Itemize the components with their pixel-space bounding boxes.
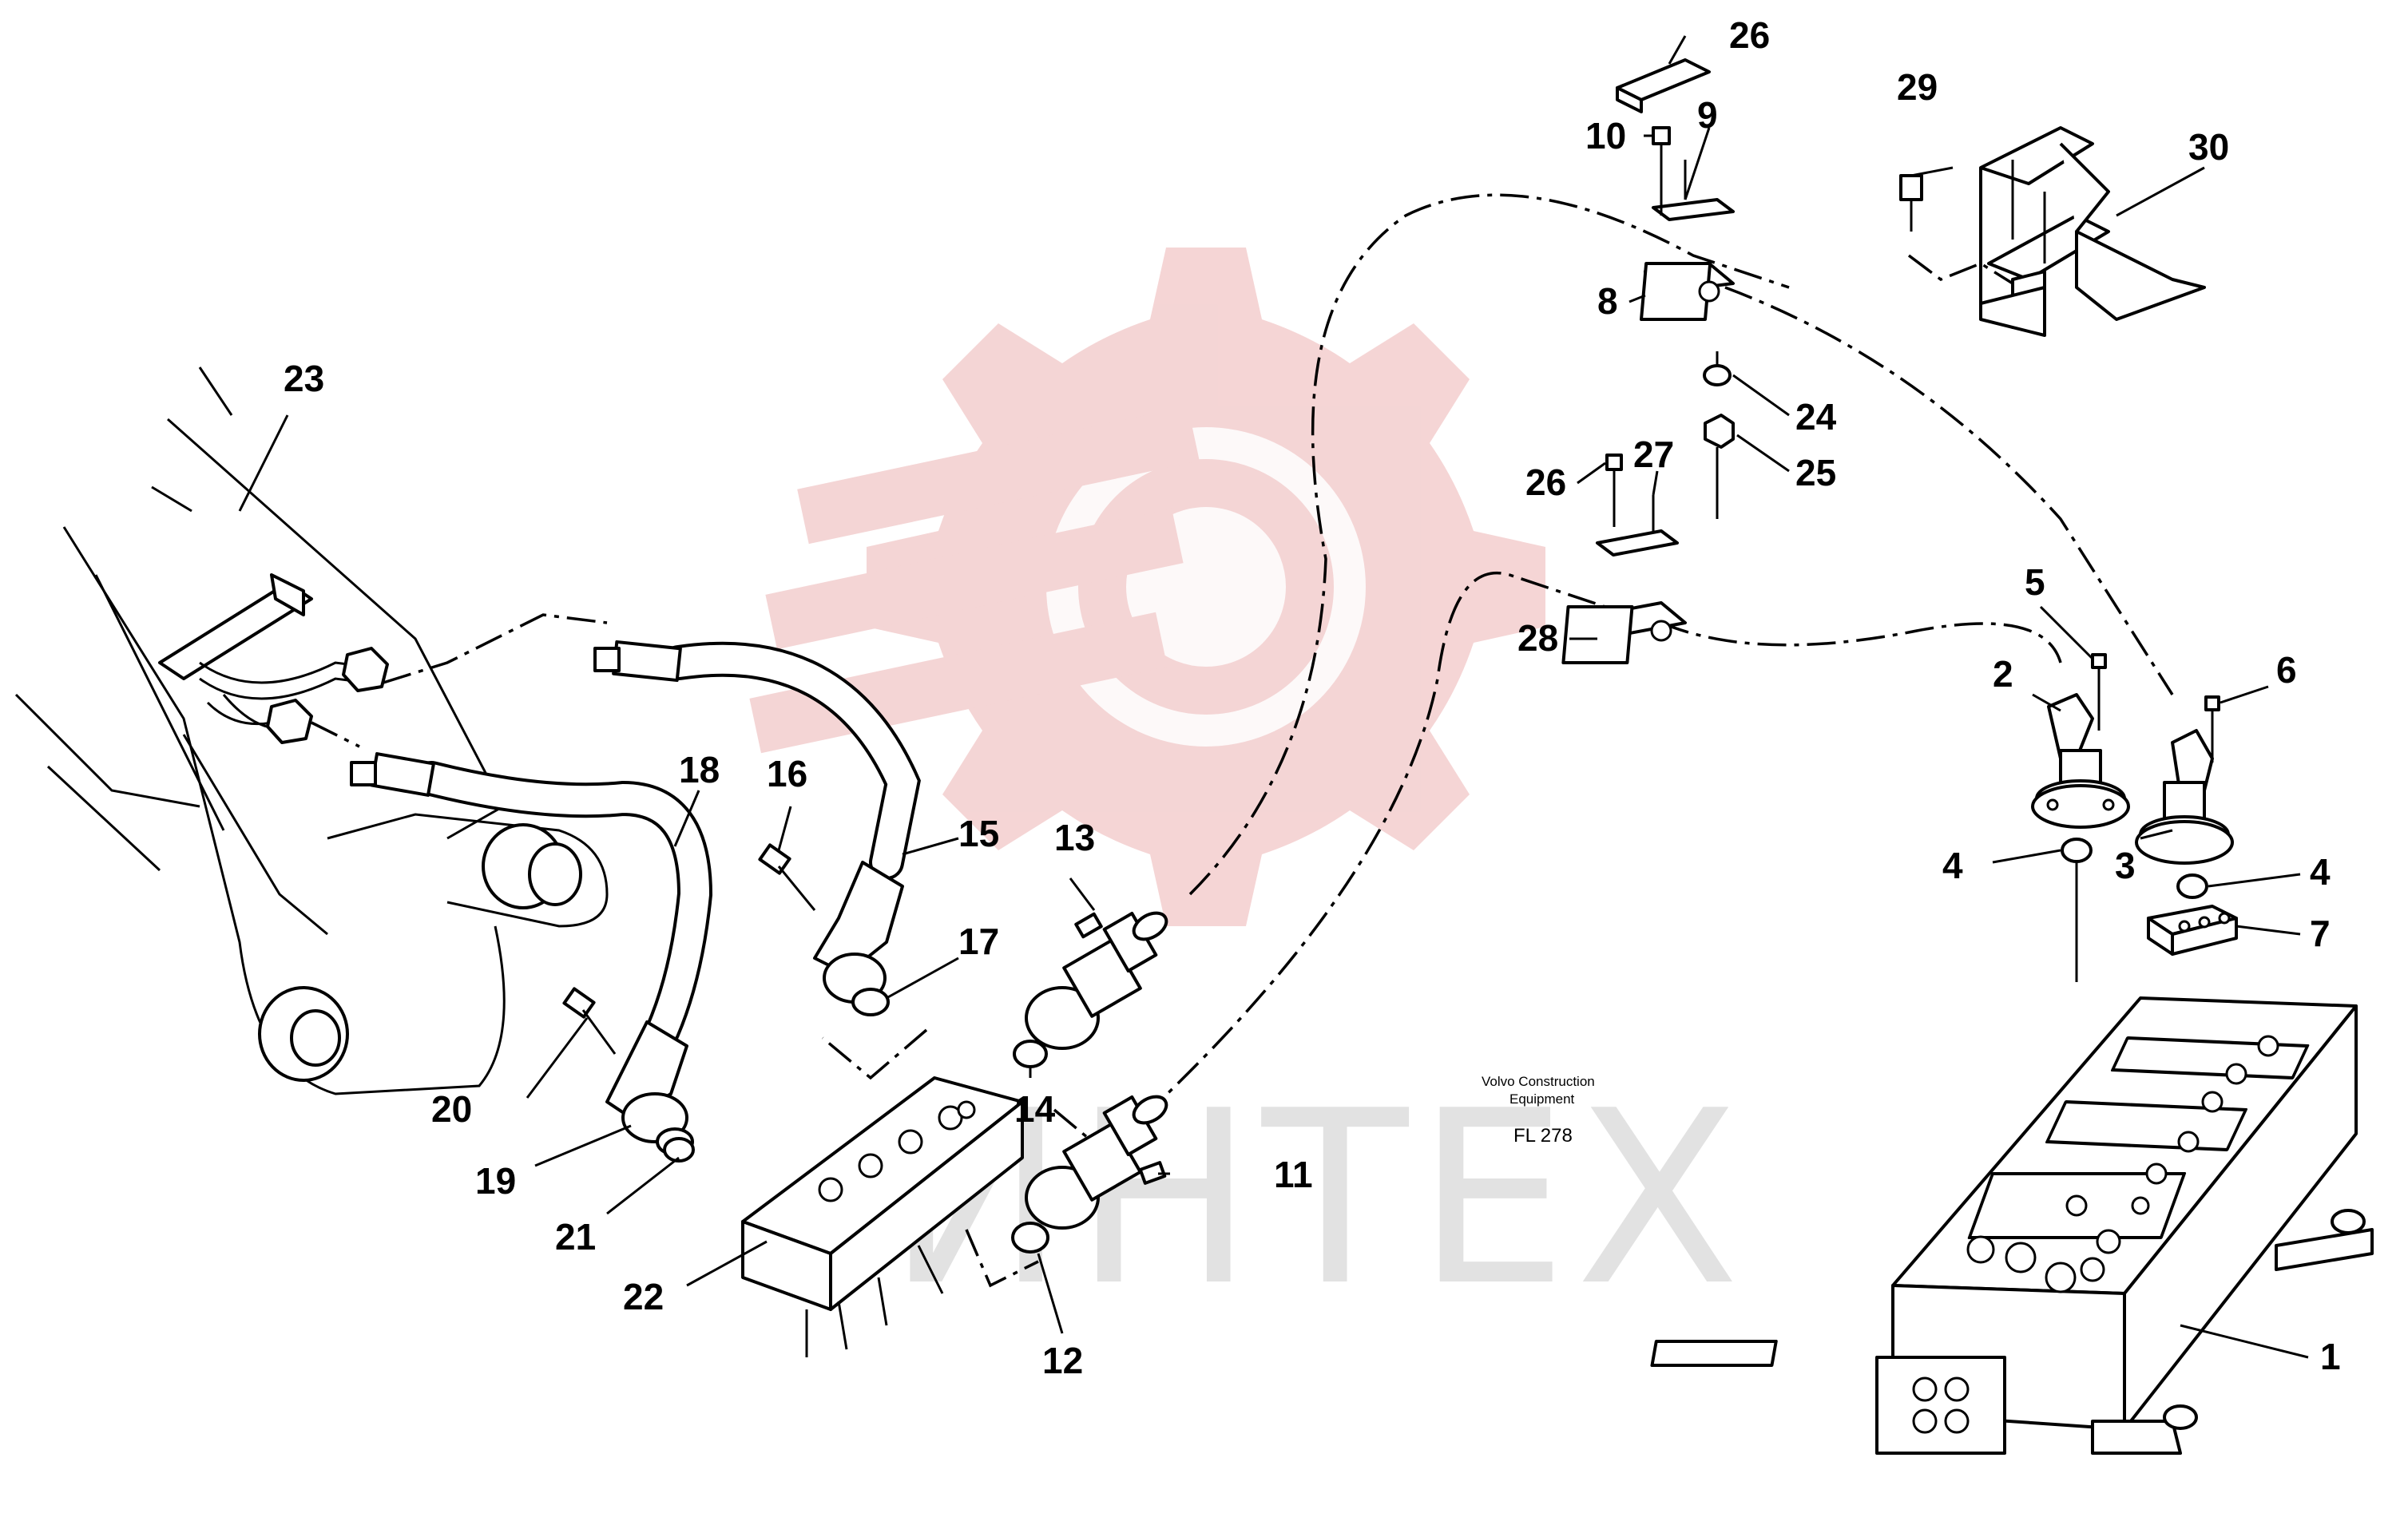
valve-block-1	[1650, 996, 2374, 1455]
screw-6	[2204, 695, 2220, 762]
screw-20	[562, 987, 617, 1055]
plate-9	[1652, 160, 1735, 221]
drawing-caption: Volvo Construction Equipment FL 278	[1482, 1074, 1595, 1147]
bolt-10	[1652, 126, 1671, 216]
label-22: 22	[623, 1276, 664, 1317]
label-5: 5	[2025, 561, 2045, 603]
clamp-8	[1639, 262, 1735, 321]
label-11: 11	[1274, 1154, 1313, 1195]
label-24: 24	[1795, 396, 1837, 438]
washer-4b	[2176, 873, 2208, 899]
screw-5	[2091, 653, 2107, 731]
clamp-28	[1561, 601, 1687, 664]
bracket-30	[1979, 126, 2206, 337]
label-21: 21	[555, 1216, 596, 1258]
elbow-fitting-17	[813, 861, 904, 1016]
hose-18	[350, 752, 713, 1048]
label-1: 1	[2320, 1336, 2341, 1377]
valve-block-22	[741, 1076, 1024, 1357]
label-19: 19	[475, 1160, 516, 1202]
label-4b: 4	[2310, 851, 2331, 893]
label-9: 9	[1697, 94, 1718, 136]
label-23: 23	[284, 358, 324, 399]
label-29: 29	[1897, 66, 1938, 108]
solenoid-13	[1025, 911, 1168, 1050]
label-16: 16	[767, 753, 807, 794]
bolt-26	[1605, 454, 1623, 527]
washer-4a	[2061, 838, 2093, 982]
label-30: 30	[2188, 126, 2229, 168]
bolt-29	[1899, 174, 1923, 232]
elbow-fitting-19	[605, 1020, 694, 1156]
boom-tubes	[199, 647, 389, 744]
o-ring-21	[663, 1137, 695, 1163]
o-rings	[663, 1040, 1049, 1254]
caption-code: FL 278	[1513, 1125, 1573, 1147]
label-3: 3	[2115, 845, 2136, 886]
label-8: 8	[1597, 280, 1618, 322]
label-7: 7	[2310, 913, 2331, 954]
label-2: 2	[1993, 653, 2013, 695]
label-10: 10	[1585, 115, 1626, 156]
label-25: 25	[1795, 452, 1836, 493]
label-28: 28	[1517, 617, 1558, 659]
watermark-gear-logo	[749, 248, 1545, 926]
label-6: 6	[2276, 649, 2297, 691]
label-4a: 4	[1942, 845, 1963, 886]
joystick-3	[2135, 729, 2234, 865]
label-27: 27	[1633, 434, 1674, 475]
o-ring-12	[1011, 1222, 1049, 1254]
hose-15	[593, 640, 921, 880]
callout-labels: 1 2 3 4 4 5 6 7 8 9 10 11 12 13 14 15 16…	[284, 14, 2341, 1381]
label-18: 18	[679, 749, 720, 790]
label-26a: 26	[1729, 14, 1770, 56]
leader-lines	[238, 35, 2309, 1359]
label-20: 20	[431, 1088, 472, 1130]
adapter-7	[2147, 905, 2238, 956]
washer-24	[1703, 351, 1732, 386]
label-17: 17	[958, 921, 999, 962]
label-12: 12	[1042, 1340, 1083, 1381]
nut-25	[1704, 414, 1735, 519]
caption-line-1: Volvo Construction	[1482, 1074, 1595, 1089]
label-14: 14	[1014, 1088, 1056, 1130]
label-26b: 26	[1525, 461, 1566, 503]
connection-lines	[311, 193, 2174, 1288]
screw-16	[758, 843, 816, 911]
caption-line-2: Equipment	[1509, 1091, 1575, 1107]
boom-frame	[14, 366, 609, 1095]
o-ring-14	[1013, 1040, 1048, 1068]
joystick-2	[2031, 693, 2130, 829]
label-15: 15	[958, 813, 999, 854]
plate-27	[1596, 495, 1679, 557]
label-13: 13	[1054, 817, 1095, 858]
solenoid-11	[1025, 1095, 1168, 1230]
plate-26-top	[1616, 58, 1711, 113]
